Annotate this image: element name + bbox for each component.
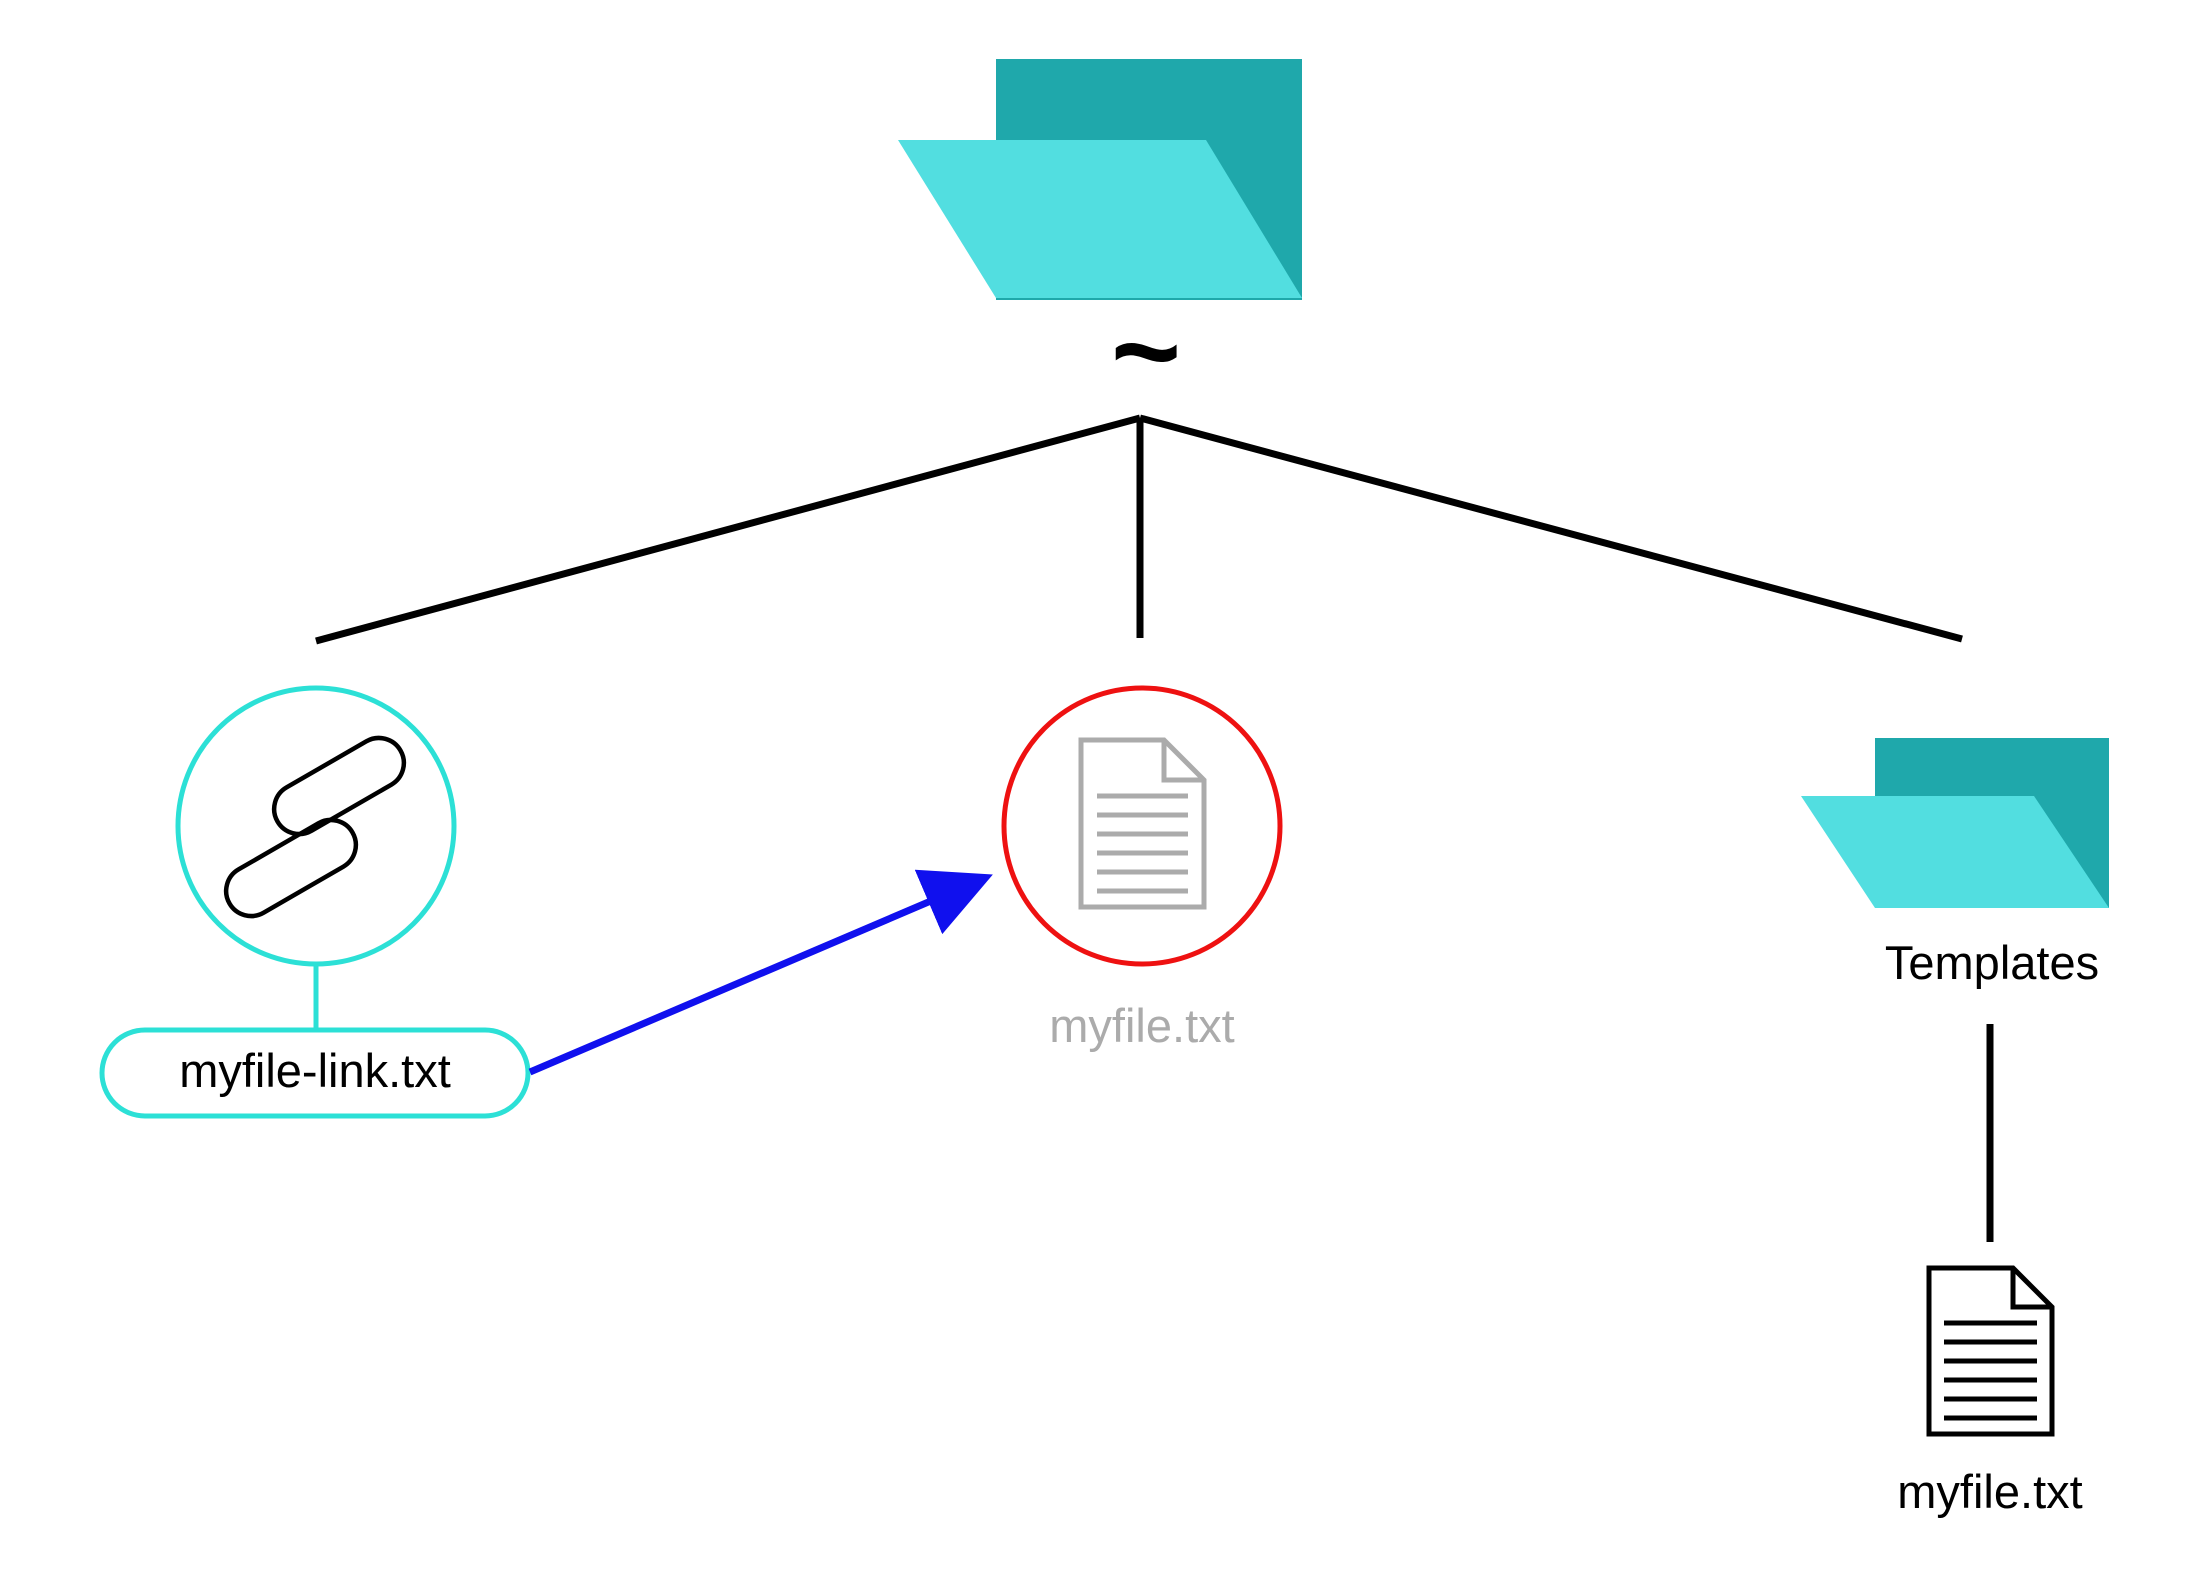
templates-file-label: myfile.txt xyxy=(1897,1465,2082,1518)
symlink-label: myfile-link.txt xyxy=(179,1044,451,1097)
symlink-node[interactable]: myfile-link.txt xyxy=(99,685,531,1119)
missing-file-label: myfile.txt xyxy=(1049,999,1234,1052)
root-label: ~ xyxy=(1111,284,1181,418)
templates-folder-icon xyxy=(1801,738,2109,908)
templates-file-node[interactable]: myfile.txt xyxy=(1897,1265,2083,1518)
document-icon xyxy=(1078,737,1207,910)
document-icon xyxy=(1926,1265,2055,1437)
tree-line-right xyxy=(1139,414,1963,643)
missing-file-circle xyxy=(1001,685,1283,967)
symlink-label-box[interactable] xyxy=(99,1027,531,1119)
tree-lines xyxy=(315,414,1994,1242)
templates-label: Templates xyxy=(1885,936,2099,989)
symlink-pointer-arrow xyxy=(528,869,993,1076)
chain-link-icon xyxy=(223,735,407,919)
missing-file-node[interactable]: myfile.txt xyxy=(1001,685,1283,1052)
templates-node[interactable]: Templates xyxy=(1801,738,2109,989)
root-folder-front xyxy=(898,140,1302,298)
tree-line-left xyxy=(315,414,1141,645)
root-folder-icon[interactable] xyxy=(898,59,1302,300)
